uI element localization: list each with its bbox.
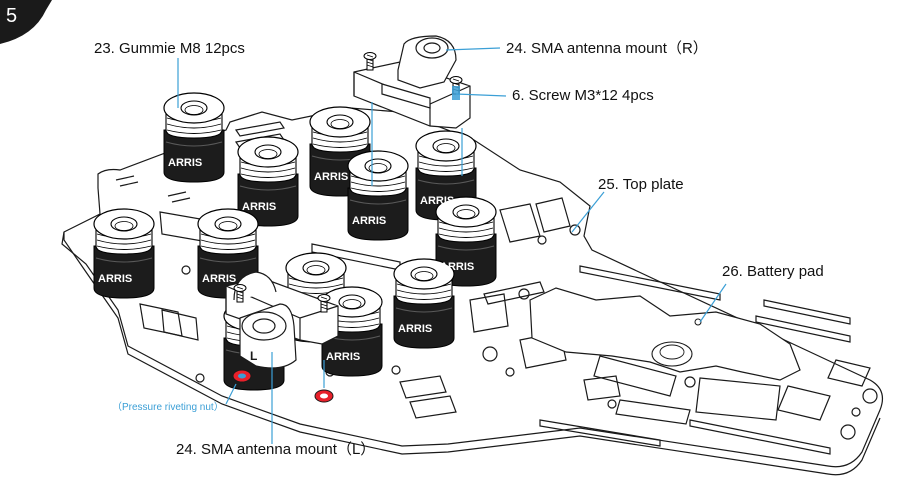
brand-text-6: ARRIS — [440, 261, 474, 273]
label-battery-pad: 26. Battery pad — [722, 263, 824, 280]
battery-pad — [529, 287, 801, 381]
sma-mount-r — [353, 35, 471, 129]
brand-text-3: ARRIS — [420, 195, 454, 207]
brand-text-4: ARRIS — [242, 201, 276, 213]
nut-icon — [232, 369, 334, 403]
label-screw: 6. Screw M3*12 4pcs — [512, 87, 654, 104]
brand-text-11: ARRIS — [326, 351, 360, 363]
screw-highlight — [452, 86, 460, 100]
step-badge — [0, 0, 52, 44]
label-sma-r: 24. SMA antenna mount（R） — [506, 40, 708, 57]
brand-text-8: ARRIS — [202, 273, 236, 285]
brand-text-1: ARRIS — [168, 157, 202, 169]
label-top-plate: 25. Top plate — [598, 176, 684, 193]
label-gummie: 23. Gummie M8 12pcs — [94, 40, 245, 57]
sma-mount-l — [225, 271, 339, 369]
brand-text-10: ARRIS — [398, 323, 432, 335]
label-pressure-nut: （Pressure riveting nut） — [112, 402, 224, 413]
leader-lines — [177, 47, 727, 444]
brand-text-5: ARRIS — [352, 215, 386, 227]
brand-text-2: ARRIS — [314, 171, 348, 183]
label-sma-l: 24. SMA antenna mount（L） — [176, 441, 376, 458]
brand-text-7: ARRIS — [98, 273, 132, 285]
step-number: 5 — [6, 5, 18, 27]
mount-l-letter: L — [250, 349, 257, 363]
